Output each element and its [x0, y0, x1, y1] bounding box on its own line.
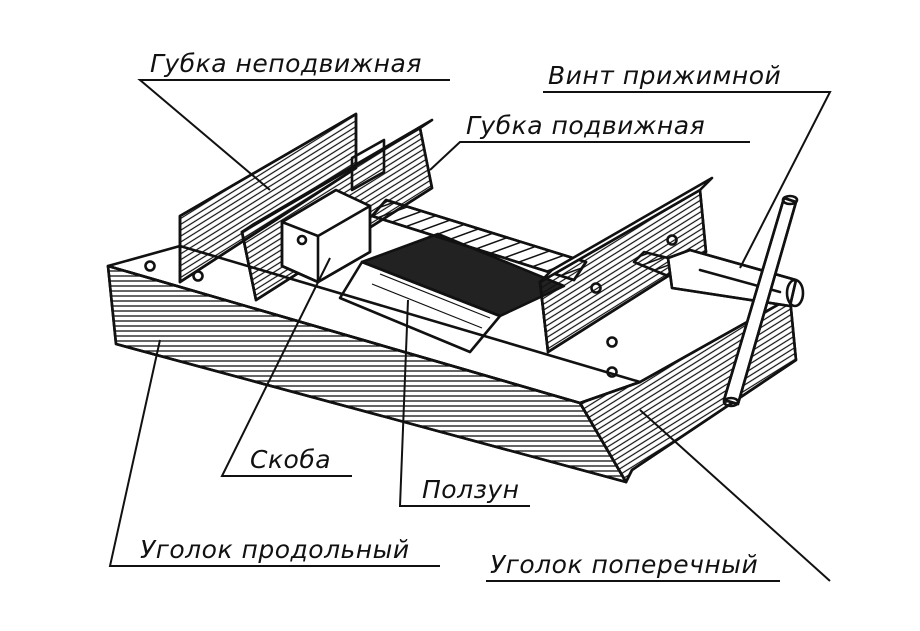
labels: Губка неподвижная Винт прижимной Губка п…	[140, 49, 781, 579]
label-transverse-angle: Уголок поперечный	[490, 550, 758, 579]
clamp-screw-part	[632, 194, 805, 408]
leader-bracket	[220, 257, 352, 477]
leader-clamp-screw	[543, 91, 832, 269]
bracket-part	[280, 188, 372, 284]
leader-fixed-jaw	[137, 79, 450, 191]
label-fixed-jaw: Губка неподвижная	[150, 49, 422, 78]
label-movable-jaw: Губка подвижная	[466, 111, 705, 140]
end-plate-part	[538, 176, 714, 354]
leader-longitudinal-angle	[108, 339, 440, 567]
label-slider: Ползун	[422, 475, 520, 504]
leader-lines	[108, 79, 832, 582]
label-clamp-screw: Винт прижимной	[548, 61, 781, 90]
leader-transverse-angle-pointer	[639, 409, 831, 582]
leader-movable-jaw	[429, 141, 750, 171]
label-longitudinal-angle: Уголок продольный	[140, 535, 410, 564]
label-bracket: Скоба	[250, 445, 331, 474]
leader-slider	[398, 299, 530, 507]
